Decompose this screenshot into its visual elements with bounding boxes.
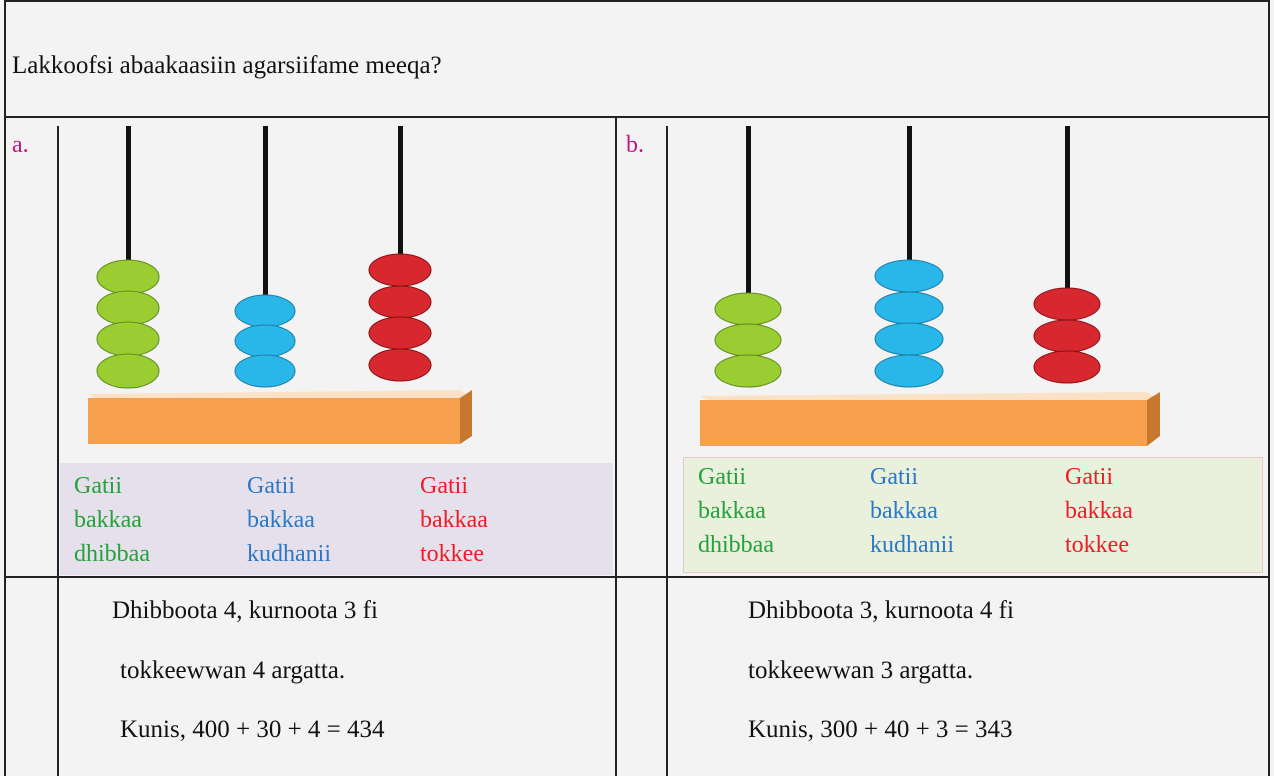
label-line: bakkaa <box>870 498 938 524</box>
answer-rule <box>4 576 1270 578</box>
hundreds-label: Gatii bakkaa dhibbaa <box>60 463 247 575</box>
top-rule <box>4 0 1270 2</box>
label-line: bakkaa <box>1065 498 1133 524</box>
abacus-b <box>700 126 1160 446</box>
problem-b-letter: b. <box>626 132 644 158</box>
ones-label: Gatii bakkaa tokkee <box>420 463 488 575</box>
tens-label: Gatii bakkaa kudhanii <box>870 458 1065 572</box>
answer-b-line1: Dhibboota 3, kurnoota 4 fi <box>748 597 1014 624</box>
answer-b-line3: Kunis, 300 + 40 + 3 = 343 <box>748 716 1013 743</box>
col-divider-b <box>666 126 668 776</box>
label-line: bakkaa <box>420 507 488 533</box>
hundreds-label: Gatii bakkaa dhibbaa <box>684 458 870 572</box>
place-value-labels-a: Gatii bakkaa dhibbaa Gatii bakkaa kudhan… <box>60 463 613 575</box>
tens-label: Gatii bakkaa kudhanii <box>247 463 420 575</box>
label-line: dhibbaa <box>74 541 150 567</box>
col-divider-a <box>57 126 59 776</box>
place-value-labels-b: Gatii bakkaa dhibbaa Gatii bakkaa kudhan… <box>683 457 1263 573</box>
label-line: dhibbaa <box>698 532 774 558</box>
col-divider-mid <box>615 116 617 776</box>
label-line: bakkaa <box>247 507 315 533</box>
abacus-base <box>88 390 472 444</box>
label-line: Gatii <box>247 473 295 499</box>
ones-beads <box>1033 287 1101 384</box>
tens-beads <box>874 259 944 388</box>
answer-b-line2: tokkeewwan 3 argatta. <box>748 657 974 684</box>
label-line: kudhanii <box>870 532 954 558</box>
label-line: tokkee <box>1065 532 1129 558</box>
label-line: Gatii <box>698 464 746 490</box>
label-line: Gatii <box>74 473 122 499</box>
label-line: bakkaa <box>698 498 766 524</box>
rods <box>746 126 1070 316</box>
problem-a-letter: a. <box>12 132 29 158</box>
label-line: Gatii <box>420 473 468 499</box>
answer-a-line1: Dhibboota 4, kurnoota 3 fi <box>112 597 378 624</box>
hundreds-beads <box>714 292 782 388</box>
ones-label: Gatii bakkaa tokkee <box>1065 458 1133 572</box>
ones-beads <box>368 253 432 382</box>
hundreds-beads <box>96 259 160 389</box>
label-line: Gatii <box>870 464 918 490</box>
rods <box>126 126 403 316</box>
label-line: Gatii <box>1065 464 1113 490</box>
tens-beads <box>234 294 296 388</box>
question-rule <box>4 116 1270 118</box>
label-line: tokkee <box>420 541 484 567</box>
label-line: bakkaa <box>74 507 142 533</box>
question-text: Lakkoofsi abaakaasiin agarsiifame meeqa? <box>12 52 442 79</box>
answer-a-line3: Kunis, 400 + 30 + 4 = 434 <box>120 716 385 743</box>
label-line: kudhanii <box>247 541 331 567</box>
worksheet-frame <box>4 0 1270 776</box>
abacus-a <box>88 126 472 444</box>
answer-a-line2: tokkeewwan 4 argatta. <box>120 657 346 684</box>
abacus-base <box>700 392 1160 446</box>
